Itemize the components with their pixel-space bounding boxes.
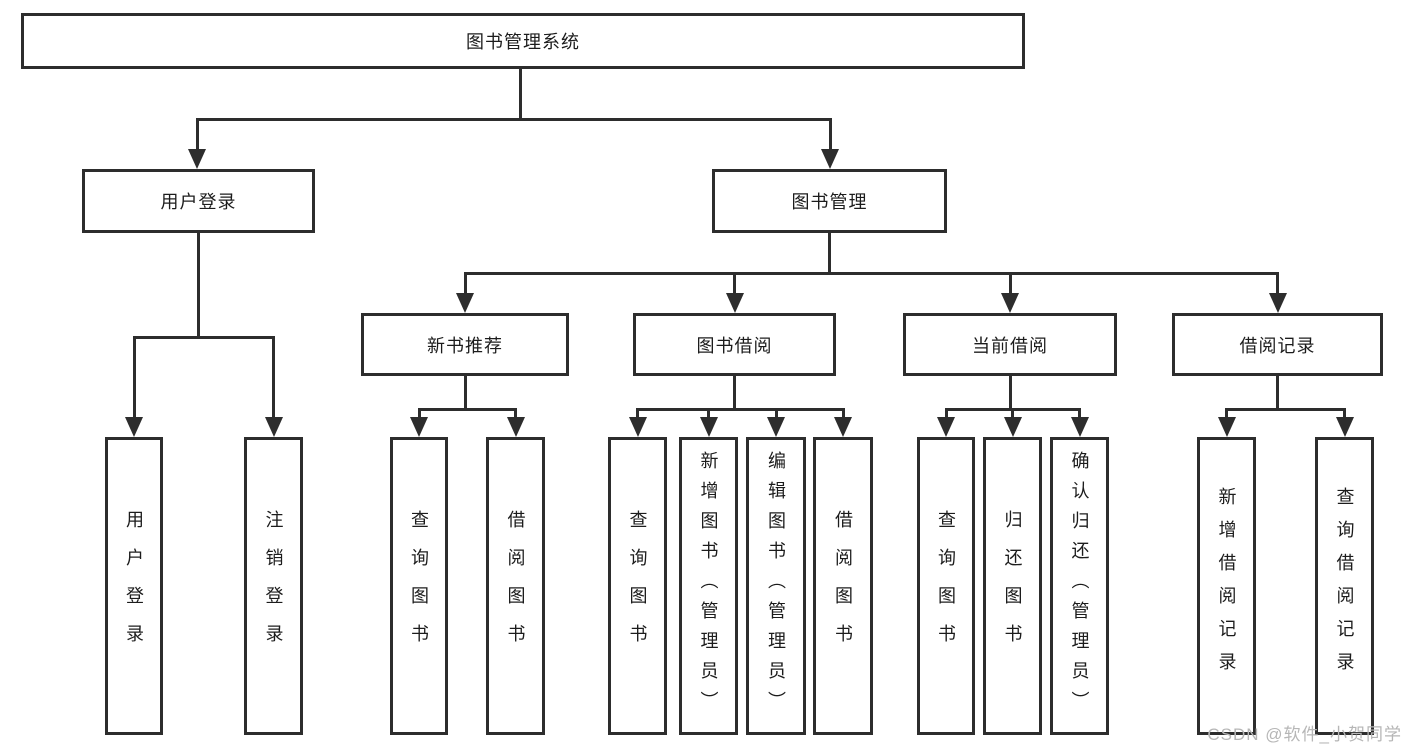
connector-stem [417,408,421,419]
leaf-label: 查询图书 [627,510,648,662]
leaf-label: 查询图书 [409,510,429,662]
arrow-down-icon [821,149,839,169]
leaf-query-borrow-record: 查询借阅记录 [1315,437,1374,735]
arrow-down-icon [1070,417,1089,437]
leaf-label: 新增借阅记录 [1216,487,1237,685]
connector-vline [828,233,831,275]
connector-vline [1276,376,1279,411]
connector-hline [1225,408,1346,411]
node-library-management-system: 图书管理系统 [21,13,1025,69]
leaf-label: 查询图书 [936,510,956,662]
connector-stem [195,118,199,151]
arrow-down-icon [1217,417,1236,437]
connector-stem [707,408,710,419]
arrow-down-icon [1268,293,1287,313]
node-book-management: 图书管理 [712,169,947,233]
arrow-down-icon [410,417,428,437]
connector-stem [1225,408,1228,419]
connector-vline [1008,376,1012,411]
connector-stem [774,408,778,419]
arrow-down-icon [834,417,852,437]
node-book-borrowing: 图书借阅 [633,313,836,376]
node-current-borrowing: 当前借阅 [903,313,1117,376]
connector-stem [463,272,467,295]
connector-stem [1343,408,1346,419]
leaf-logout: 注销登录 [244,437,303,735]
node-user-login: 用户登录 [82,169,315,233]
connector-stem [1011,408,1014,419]
leaf-label: 用户登录 [124,510,144,662]
arrow-down-icon [1003,417,1022,437]
connector-stem [944,408,948,419]
connector-stem [1078,408,1081,419]
leaf-label: 注销登录 [263,510,284,662]
node-new-book-recommendation: 新书推荐 [361,313,569,376]
connector-stem [841,408,845,419]
connector-hline [463,272,1279,275]
leaf-label: 借阅图书 [833,510,853,662]
leaf-label: 借阅图书 [505,510,526,662]
connector-stem [636,408,639,419]
connector-vline [733,376,736,411]
arrow-down-icon [628,417,647,437]
leaf-borrow-books-2: 借阅图书 [813,437,873,735]
connector-hline [636,408,845,411]
connector-hline [132,336,275,339]
leaf-label: 新增图书（管理员） [698,451,719,721]
leaf-label: 确认归还（管理员） [1069,451,1090,721]
leaf-query-books-1: 查询图书 [390,437,448,735]
connector-stem [514,408,517,419]
connector-stem [1008,272,1012,295]
leaf-query-books-2: 查询图书 [608,437,667,735]
leaf-return-book: 归还图书 [983,437,1042,735]
leaf-borrow-books-1: 借阅图书 [486,437,545,735]
connector-hline [195,118,832,121]
arrow-down-icon [767,417,785,437]
connector-vline [197,233,200,339]
arrow-down-icon [725,293,744,313]
arrow-down-icon [1335,417,1354,437]
leaf-edit-book-admin: 编辑图书（管理员） [746,437,806,735]
arrow-down-icon [1001,293,1019,313]
arrow-down-icon [506,417,525,437]
connector-stem [733,272,736,295]
connector-hline [417,408,517,411]
node-borrowing-records: 借阅记录 [1172,313,1383,376]
leaf-confirm-return-admin: 确认归还（管理员） [1050,437,1109,735]
watermark: CSDN @软件_小贺同学 [1207,725,1402,744]
arrow-down-icon [264,417,283,437]
connector-stem [272,336,275,419]
arrow-down-icon [699,417,718,437]
leaf-add-book-admin: 新增图书（管理员） [679,437,738,735]
connector-stem [1276,272,1279,295]
arrow-down-icon [125,417,143,437]
arrow-down-icon [188,149,206,169]
leaf-label: 编辑图书（管理员） [766,451,786,721]
leaf-user-login: 用户登录 [105,437,163,735]
connector-vline [463,376,467,411]
leaf-add-borrow-record: 新增借阅记录 [1197,437,1256,735]
connector-stem [132,336,136,419]
connector-vline [518,69,522,121]
arrow-down-icon [456,293,474,313]
arrow-down-icon [937,417,955,437]
leaf-query-books-3: 查询图书 [917,437,975,735]
connector-stem [828,118,832,151]
leaf-label: 归还图书 [1002,510,1023,662]
leaf-label: 查询借阅记录 [1334,487,1355,685]
